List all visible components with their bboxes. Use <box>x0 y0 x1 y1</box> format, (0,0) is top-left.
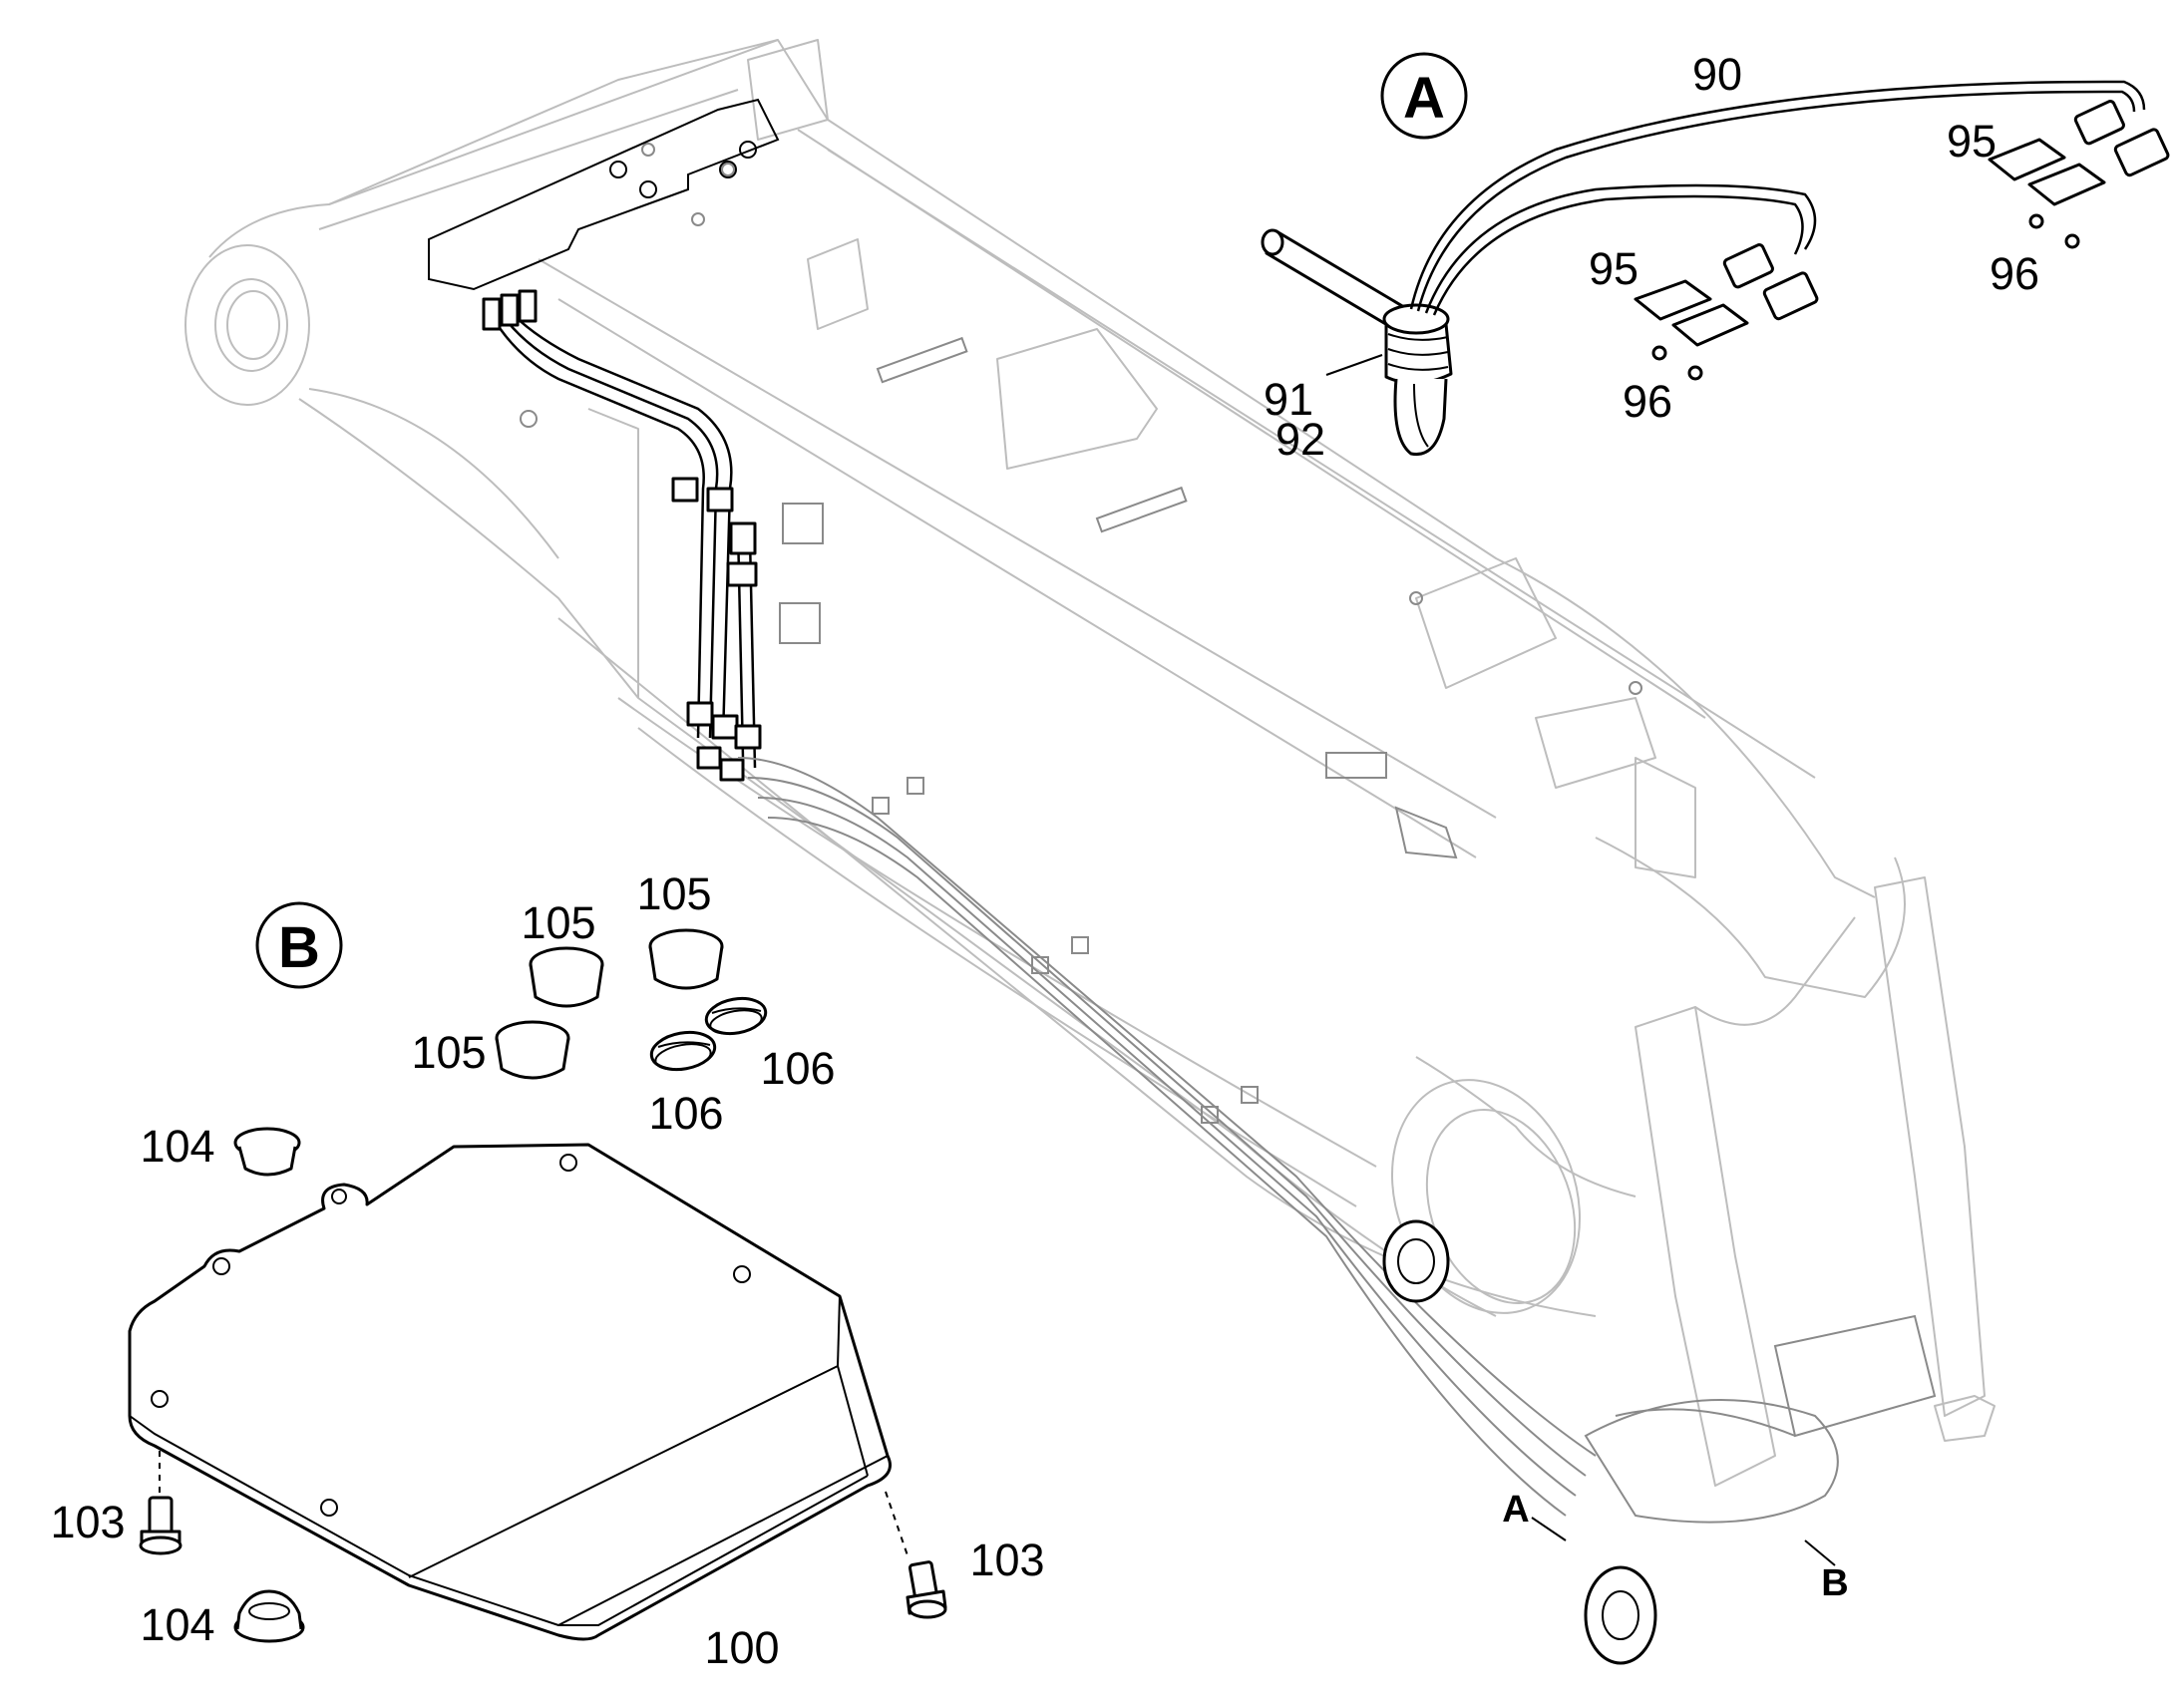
label-103-right: 103 <box>969 1535 1044 1585</box>
boom-assembly <box>184 39 1996 1665</box>
detail-b-callout <box>255 901 343 989</box>
hose-routing <box>482 289 1937 1524</box>
label-100: 100 <box>704 1622 779 1673</box>
label-90: 90 <box>1692 49 1742 100</box>
label-105-mid: 105 <box>521 897 595 948</box>
label-96-right: 96 <box>1990 248 2039 299</box>
detail-a-harness: A 90 91 92 95 <box>1261 49 2170 465</box>
cap-105-right <box>648 928 724 990</box>
detail-a-letter: A <box>1403 66 1445 131</box>
rear-hose-clamp-plate <box>428 98 780 291</box>
cap-105-mid <box>529 946 604 1008</box>
label-104-top: 104 <box>140 1121 214 1172</box>
label-95-left: 95 <box>1589 243 1638 294</box>
plug-106-left <box>649 1030 717 1072</box>
label-92: 92 <box>1275 414 1325 465</box>
plug-104-bottom <box>233 1589 305 1643</box>
detail-a-callout <box>1380 52 1468 140</box>
location-b-label: B <box>1821 1562 1848 1604</box>
screw-103-left <box>139 1496 182 1555</box>
screw-103-right <box>906 1560 947 1619</box>
cap-105-left <box>495 1020 570 1080</box>
location-a-label: A <box>1502 1489 1529 1531</box>
detail-b-letter: B <box>278 915 320 980</box>
label-106-left: 106 <box>648 1088 723 1139</box>
label-91: 91 <box>1264 374 1313 425</box>
detail-b-cover: B <box>50 868 1044 1673</box>
cover-plate <box>128 1143 892 1641</box>
label-106-right: 106 <box>760 1043 835 1094</box>
label-95-right: 95 <box>1947 116 1997 167</box>
label-96-left: 96 <box>1623 376 1672 427</box>
label-104-bottom: 104 <box>140 1599 214 1650</box>
plug-104-top <box>233 1127 301 1177</box>
label-103-left: 103 <box>50 1497 125 1547</box>
label-105-right: 105 <box>636 868 711 919</box>
label-105-left: 105 <box>411 1027 486 1078</box>
plug-106-right <box>704 996 768 1036</box>
